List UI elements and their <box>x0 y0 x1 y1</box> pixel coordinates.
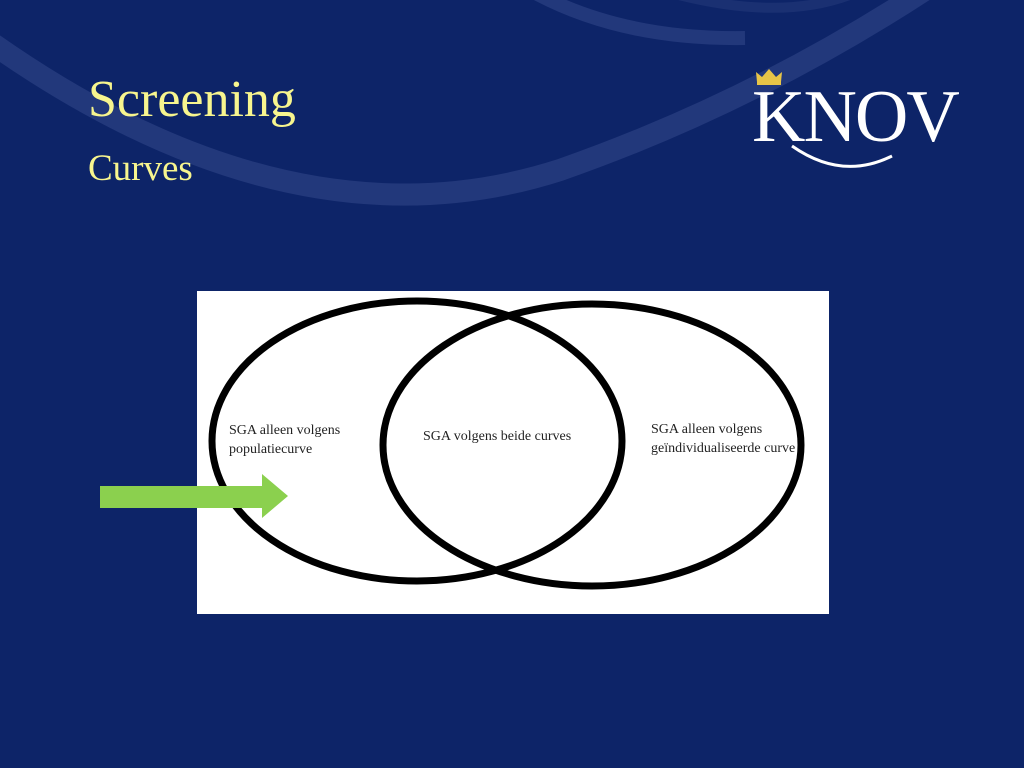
venn-right-label: SGA alleen volgens geïndividualiseerde c… <box>651 422 796 456</box>
venn-circles <box>208 297 805 590</box>
logo-swirl-icon <box>791 144 893 168</box>
venn-middle-label: SGA volgens beide curves <box>423 429 572 444</box>
venn-left-ellipse <box>208 297 626 585</box>
knov-logo: KNOV <box>752 66 988 176</box>
right-arrow-icon <box>100 474 288 518</box>
logo-text: KNOV <box>752 76 960 158</box>
venn-right-ellipse <box>379 300 805 590</box>
slide-subtitle: Curves <box>88 148 193 189</box>
crown-icon <box>756 69 782 85</box>
venn-left-label: SGA alleen volgens populatiecurve <box>229 423 341 457</box>
venn-diagram: SGA alleen volgens populatiecurve SGA vo… <box>197 291 829 614</box>
slide-title: Screening <box>88 71 296 128</box>
